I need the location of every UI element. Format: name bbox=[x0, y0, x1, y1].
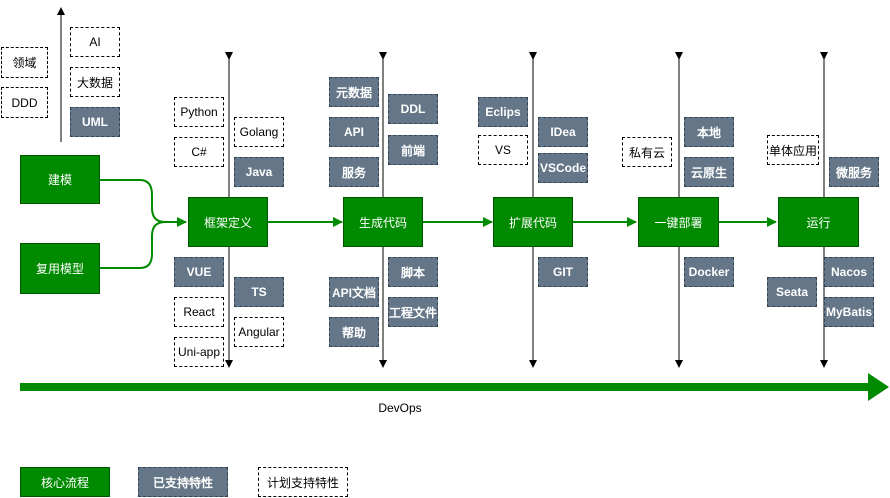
legend-core-flow: 核心流程 bbox=[20, 467, 110, 497]
feature-ddl: DDL bbox=[388, 94, 438, 124]
feature-service: 服务 bbox=[329, 157, 379, 187]
feature-ai: AI bbox=[70, 27, 120, 57]
feature-angular: Angular bbox=[234, 317, 284, 347]
core-reuse-model: 复用模型 bbox=[20, 243, 100, 294]
feature-monolith: 单体应用 bbox=[767, 135, 819, 165]
feature-idea: IDea bbox=[538, 117, 588, 147]
feature-vue: VUE bbox=[174, 257, 224, 287]
feature-cloud-native: 云原生 bbox=[684, 157, 734, 187]
feature-vscode: VSCode bbox=[538, 153, 588, 183]
feature-docker: Docker bbox=[684, 257, 734, 287]
core-run: 运行 bbox=[778, 197, 859, 247]
devops-label: DevOps bbox=[378, 401, 422, 415]
feature-microservice: 微服务 bbox=[829, 157, 879, 187]
feature-project-files: 工程文件 bbox=[388, 297, 438, 327]
flow-reuse-to-framework bbox=[100, 221, 186, 269]
feature-java: Java bbox=[234, 157, 284, 187]
core-framework-definition: 框架定义 bbox=[188, 197, 268, 247]
core-modeling: 建模 bbox=[20, 155, 100, 204]
core-one-click-deploy: 一键部署 bbox=[638, 197, 719, 247]
feature-uniapp: Uni-app bbox=[174, 337, 224, 367]
feature-bigdata: 大数据 bbox=[70, 67, 120, 97]
feature-python: Python bbox=[174, 97, 224, 127]
feature-ts: TS bbox=[234, 277, 284, 307]
legend-supported: 已支持特性 bbox=[138, 467, 228, 497]
feature-uml: UML bbox=[70, 107, 120, 137]
feature-domain: 领域 bbox=[1, 47, 48, 78]
feature-help: 帮助 bbox=[329, 317, 379, 347]
feature-csharp: C# bbox=[174, 137, 224, 167]
feature-nacos: Nacos bbox=[824, 257, 874, 287]
feature-scripts: 脚本 bbox=[388, 257, 438, 287]
feature-metadata: 元数据 bbox=[329, 77, 379, 107]
flow-connectors bbox=[100, 179, 777, 269]
feature-api: API bbox=[329, 117, 379, 147]
feature-seata: Seata bbox=[767, 277, 817, 307]
core-extend-code: 扩展代码 bbox=[493, 197, 573, 247]
feature-local: 本地 bbox=[684, 117, 734, 147]
devops-arrow bbox=[20, 373, 889, 401]
feature-mybatis: MyBatis bbox=[824, 297, 874, 327]
feature-git: GIT bbox=[538, 257, 588, 287]
feature-vs: VS bbox=[478, 135, 528, 165]
feature-golang: Golang bbox=[234, 117, 284, 147]
feature-ddd: DDD bbox=[1, 87, 48, 118]
core-generate-code: 生成代码 bbox=[343, 197, 423, 247]
feature-private-cloud: 私有云 bbox=[622, 137, 672, 167]
feature-api-docs: API文档 bbox=[329, 277, 379, 307]
legend-planned: 计划支持特性 bbox=[258, 467, 348, 497]
flow-model-to-framework bbox=[100, 179, 187, 227]
feature-eclipse: Eclips bbox=[478, 97, 528, 127]
feature-frontend: 前端 bbox=[388, 135, 438, 165]
feature-react: React bbox=[174, 297, 224, 327]
